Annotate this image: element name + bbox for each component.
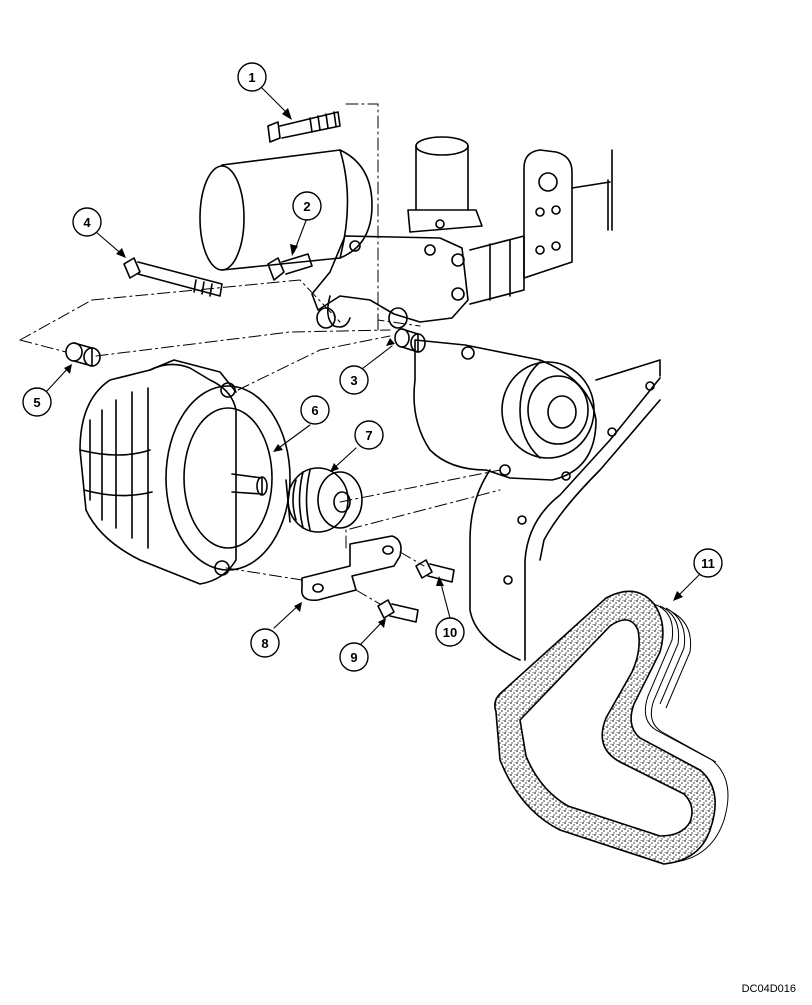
callout-10: 10 (435, 617, 465, 647)
svg-text:3: 3 (350, 373, 357, 388)
bolt-2 (267, 253, 313, 281)
spacer-5 (65, 342, 101, 367)
svg-text:1: 1 (248, 70, 255, 85)
svg-text:11: 11 (701, 556, 715, 571)
callout-5: 5 (22, 387, 52, 417)
svg-text:5: 5 (33, 395, 40, 410)
serpentine-belt (494, 590, 729, 865)
svg-text:6: 6 (311, 403, 318, 418)
callout-3: 3 (339, 365, 369, 395)
svg-text:9: 9 (350, 650, 357, 665)
callout-1: 1 (237, 62, 267, 92)
strap-bracket-8 (301, 535, 402, 602)
callout-9: 9 (339, 642, 369, 672)
bolt-10 (415, 559, 455, 583)
svg-text:2: 2 (303, 199, 310, 214)
callout-11: 11 (693, 548, 723, 578)
bolt-9 (377, 599, 419, 623)
timing-cover (469, 149, 661, 661)
callout-7: 7 (354, 420, 384, 450)
callout-4: 4 (72, 207, 102, 237)
water-pump (413, 339, 597, 481)
bolt-1 (267, 111, 341, 143)
bolt-4 (123, 257, 223, 297)
leader-arrowheads (64, 108, 683, 628)
svg-text:10: 10 (443, 625, 457, 640)
spacer-3 (394, 328, 426, 353)
water-outlet (407, 136, 483, 233)
lifting-bracket (523, 149, 611, 279)
callouts: 1 2 3 4 5 6 7 8 (22, 62, 723, 672)
svg-text:8: 8 (261, 636, 268, 651)
oil-filter (199, 149, 373, 271)
svg-text:4: 4 (83, 215, 91, 230)
svg-text:7: 7 (365, 428, 372, 443)
callout-8: 8 (250, 628, 280, 658)
alternator (79, 359, 291, 585)
callout-2: 2 (292, 191, 322, 221)
upper-mount-bracket (311, 235, 525, 329)
assembly-lines (19, 103, 501, 605)
callout-6: 6 (300, 395, 330, 425)
drawing-reference-code: DC04D016 (742, 983, 796, 995)
